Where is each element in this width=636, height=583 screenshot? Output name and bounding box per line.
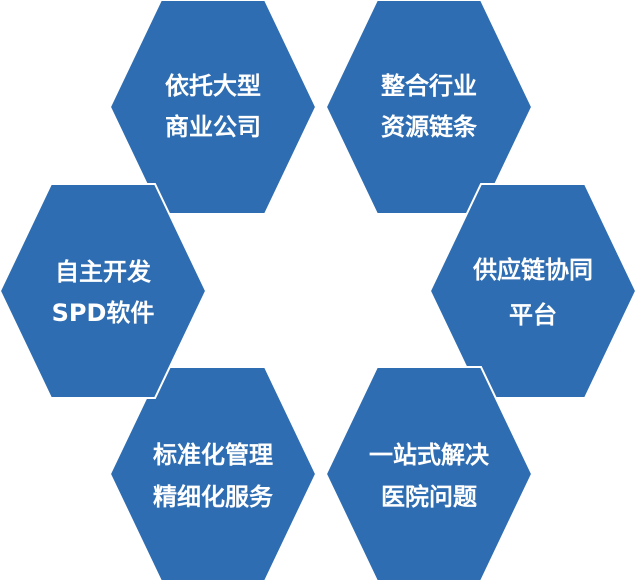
- hex-label-line: 平台: [509, 301, 557, 329]
- hex-standardized-refined-management: 标准化管理 精细化服务: [108, 366, 318, 582]
- hex-label-line: 依托大型: [165, 72, 261, 100]
- hex-label-line: 供应链协同: [472, 256, 593, 284]
- hexagon-shape: [324, 0, 534, 215]
- hex-label-line: 整合行业: [381, 72, 477, 100]
- hex-integrate-industry-resource-chain: 整合行业 资源链条: [324, 0, 534, 215]
- hexagon-shape: [108, 0, 318, 215]
- hex-label-line: 精细化服务: [153, 483, 274, 511]
- hex-label-line: 自主开发: [55, 258, 151, 286]
- hexagon-shape: [0, 183, 208, 399]
- hex-label-line: 标准化管理: [153, 441, 273, 469]
- hex-one-stop-hospital-solutions: 一站式解决 医院问题: [324, 366, 534, 582]
- hexagon-shape: [324, 366, 534, 582]
- hex-label-line: 资源链条: [381, 113, 478, 141]
- hexagon-shape: [108, 366, 318, 582]
- hex-label-line: 一站式解决: [369, 441, 490, 469]
- hex-independent-spd-software: 自主开发 SPD软件: [0, 183, 208, 399]
- hex-label-line: SPD软件: [52, 299, 155, 327]
- hexagon-shape: [428, 183, 636, 399]
- hex-label-line: 商业公司: [165, 113, 261, 141]
- hex-reliance-on-large-companies: 依托大型 商业公司: [108, 0, 318, 215]
- hex-supply-chain-collaboration-platform: 供应链协同 平台: [428, 183, 636, 399]
- hex-label-line: 医院问题: [381, 483, 477, 511]
